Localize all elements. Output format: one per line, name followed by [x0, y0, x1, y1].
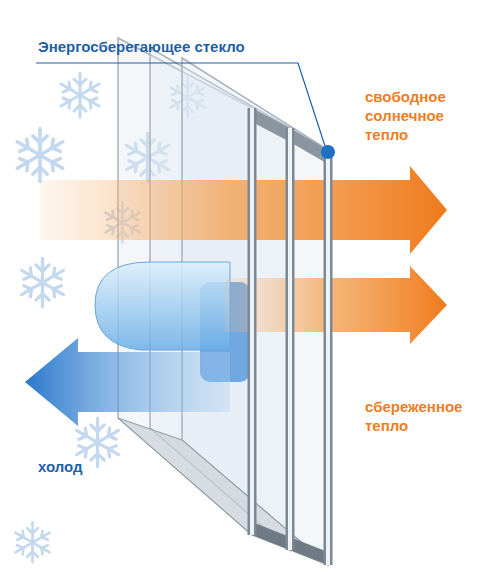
pane-edge: [250, 108, 254, 535]
leader-dot: [321, 145, 335, 159]
snowflake: [61, 73, 99, 117]
saved-heat-arrow: [225, 266, 447, 344]
pane-edge: [286, 128, 295, 550]
cold-arrow: [25, 338, 230, 426]
leader-line: [36, 63, 325, 146]
pane-edge: [248, 108, 257, 535]
snowflake: [17, 129, 63, 182]
snowflake: [15, 523, 49, 563]
pane-edge: [288, 128, 292, 550]
snowflake: [77, 418, 119, 466]
cold-label: холод: [38, 458, 83, 477]
spacer-bar: [290, 537, 328, 565]
pane-edge: [326, 150, 330, 565]
solar-heat-arrow: [40, 166, 447, 254]
spacer-bar: [290, 128, 328, 164]
window-frame: [118, 418, 328, 565]
snowflake: [22, 258, 64, 306]
spacer-bar: [252, 522, 290, 550]
cold-curl: [95, 262, 230, 350]
part-label: Энергосберегающее стекло: [38, 38, 245, 57]
pane-edge: [324, 150, 333, 565]
heat-label: свободное солнечное тепло: [365, 88, 475, 144]
heat-label: сбереженное тепло: [365, 398, 490, 436]
spacer-bar: [252, 108, 290, 142]
